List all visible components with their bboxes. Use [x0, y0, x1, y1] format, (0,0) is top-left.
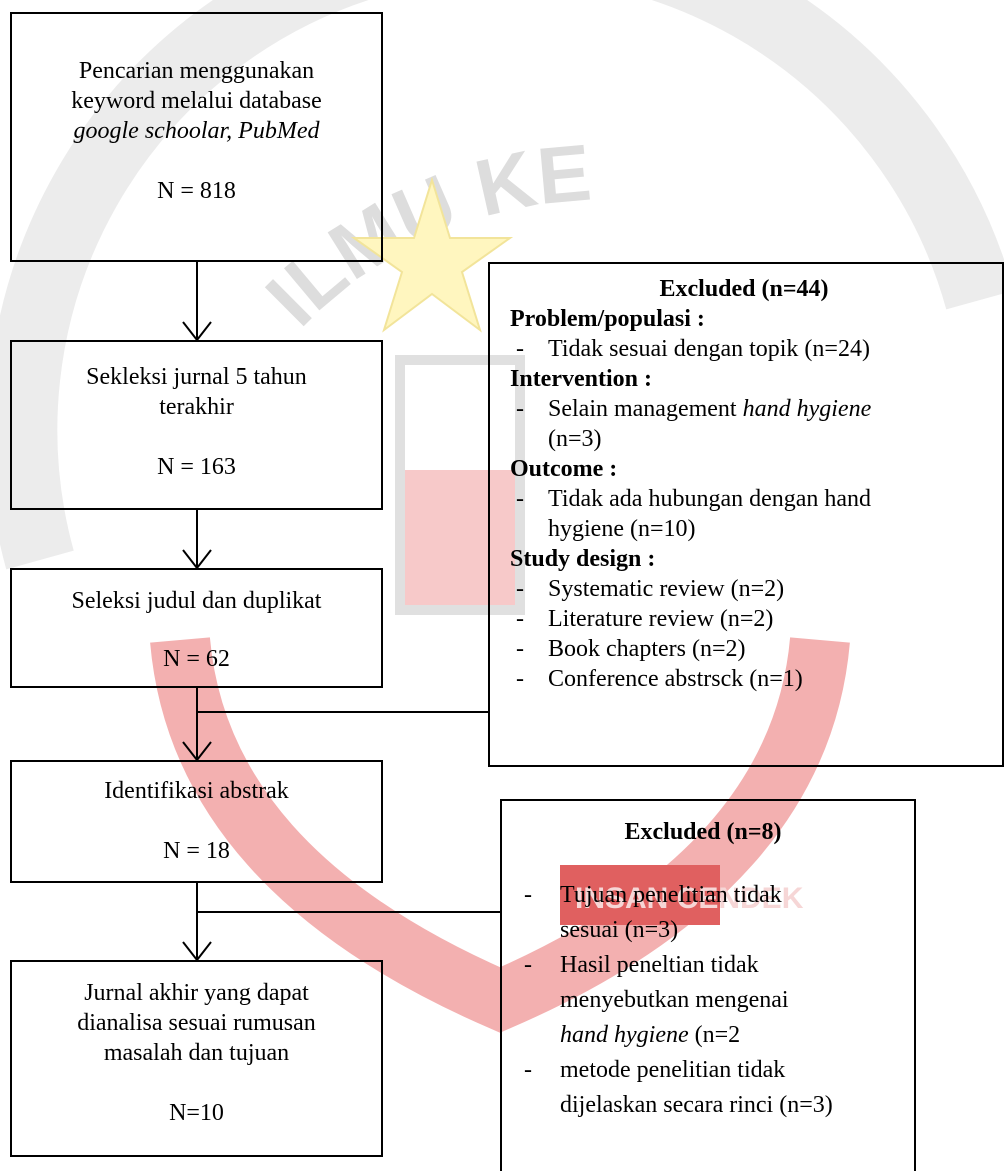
- watermark-red-fill: [405, 470, 515, 605]
- flow-box-text: Identifikasi abstrak: [104, 778, 289, 804]
- excluded-box-8: Excluded (n=8) - Tujuan penelitian tidak…: [500, 799, 916, 1171]
- excluded-item: - metode penelitian tidak dijelaskan sec…: [516, 1053, 914, 1123]
- excluded-item: - Hasil peneltian tidak menyebutkan meng…: [516, 948, 914, 1053]
- bullet-dash: -: [516, 606, 524, 632]
- watermark-syringe: [395, 355, 525, 615]
- category-study-design: Study design :: [510, 546, 656, 572]
- flow-box-italic-text: google schoolar, PubMed: [73, 118, 320, 144]
- flow-box-count: N = 18: [163, 838, 230, 864]
- bullet-dash: -: [516, 336, 524, 362]
- excluded-item: - Tidak sesuai dengan topik (n=24): [516, 336, 870, 362]
- flow-box-text: Seleksi judul dan duplikat: [71, 588, 322, 614]
- excluded-item: - Systematic review (n=2): [516, 576, 785, 602]
- flow-box-text: keyword melalui database: [71, 88, 322, 114]
- flow-box-final: Jurnal akhir yang dapat dianalisa sesuai…: [10, 960, 383, 1157]
- flow-box-text: Sekleksi jurnal 5 tahun: [86, 364, 307, 390]
- watermark-star-icon: [350, 176, 514, 333]
- bullet-dash: -: [516, 666, 524, 692]
- excluded-title: Excluded (n=44): [659, 276, 829, 302]
- watermark-banner: [560, 865, 720, 925]
- bullet-dash: -: [516, 636, 524, 662]
- excluded-item: - Conference abstrsck (n=1): [516, 666, 803, 692]
- flow-box-count: N = 163: [157, 454, 236, 480]
- category-outcome: Outcome :: [510, 456, 618, 482]
- flow-box-count: N = 62: [163, 646, 230, 672]
- excluded-item: - Tidak ada hubungan dengan hand hygiene…: [516, 486, 872, 542]
- flow-box-title-duplicate: Seleksi judul dan duplikat N = 62: [10, 568, 383, 688]
- flow-box-count: N=10: [169, 1100, 224, 1126]
- category-problem: Problem/populasi :: [510, 306, 705, 332]
- watermark-arc: [0, 0, 1004, 570]
- bullet-dash: -: [516, 396, 524, 422]
- flow-box-text: Pencarian menggunakan: [78, 58, 315, 84]
- bullet-dash: -: [524, 1057, 532, 1083]
- excluded-item: - Book chapters (n=2): [516, 636, 746, 662]
- excluded-box-44: Excluded (n=44) Problem/populasi : - Tid…: [488, 262, 1004, 767]
- flow-box-text: terakhir: [159, 394, 234, 420]
- flow-box-text: dianalisa sesuai rumusan: [77, 1010, 316, 1036]
- flow-box-abstract: Identifikasi abstrak N = 18: [10, 760, 383, 883]
- excluded-item: - Literature review (n=2): [516, 606, 774, 632]
- excluded-item: - Tujuan penelitian tidak sesuai (n=3): [516, 878, 914, 948]
- excluded-title: Excluded (n=8): [624, 819, 782, 845]
- bullet-dash: -: [524, 882, 532, 908]
- bullet-dash: -: [516, 576, 524, 602]
- flow-box-text: Jurnal akhir yang dapat: [84, 980, 309, 1006]
- flow-box-search: Pencarian menggunakan keyword melalui da…: [10, 12, 383, 262]
- bullet-dash: -: [524, 952, 532, 978]
- flow-box-text: masalah dan tujuan: [103, 1040, 290, 1066]
- watermark-banner-text: INSAN CENDEK: [575, 882, 804, 915]
- flow-box-count: N = 818: [157, 178, 236, 204]
- flow-box-five-year: Sekleksi jurnal 5 tahun terakhir N = 163: [10, 340, 383, 510]
- excluded-item: - Selain management hand hygiene (n=3): [516, 396, 872, 452]
- category-intervention: Intervention :: [510, 366, 652, 392]
- bullet-dash: -: [516, 486, 524, 512]
